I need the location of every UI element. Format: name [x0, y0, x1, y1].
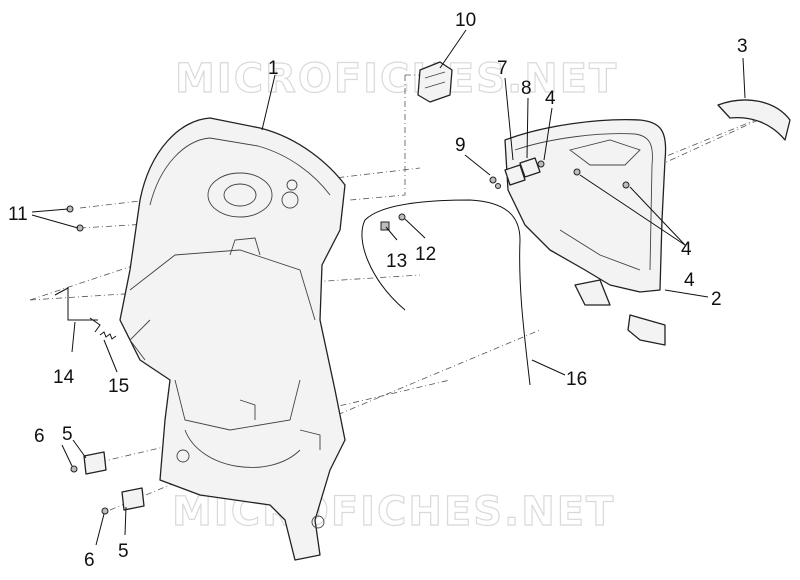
callout-3: 3 — [737, 36, 748, 57]
callout-8: 8 — [521, 78, 532, 99]
part-spring — [99, 331, 117, 340]
callout-14: 14 — [53, 367, 75, 388]
callout-5-lower: 5 — [118, 541, 129, 562]
callout-6-upper: 6 — [34, 426, 45, 447]
part-cable — [361, 199, 531, 386]
callout-16: 16 — [566, 369, 587, 390]
callout-11: 11 — [8, 204, 28, 225]
callout-5-upper: 5 — [62, 424, 73, 445]
hardware — [66, 157, 630, 515]
callout-4-top: 4 — [545, 88, 556, 109]
watermark-top: MICROFICHES.NET — [175, 56, 618, 102]
leader-lines — [31, 29, 746, 546]
part-bracket — [417, 61, 453, 103]
part-inner-shield — [119, 117, 346, 561]
callout-12: 12 — [415, 244, 436, 265]
part-glovebox-door — [504, 119, 667, 346]
callout-10: 10 — [455, 10, 476, 31]
part-trim-cap — [717, 99, 791, 141]
part-clips — [83, 451, 145, 511]
callout-9: 9 — [455, 135, 466, 156]
callout-4-right-b: 4 — [684, 270, 695, 291]
callout-7: 7 — [497, 58, 508, 79]
callout-6-lower: 6 — [84, 550, 95, 571]
callout-1: 1 — [268, 58, 279, 79]
callout-15: 15 — [108, 376, 129, 397]
callout-13: 13 — [386, 251, 407, 272]
part-hook — [54, 287, 101, 333]
callout-labels: 1 2 3 4 4 4 5 5 6 6 7 8 9 10 11 12 13 14… — [8, 10, 748, 571]
callout-4-right-a: 4 — [681, 239, 692, 260]
callout-2: 2 — [711, 289, 722, 310]
